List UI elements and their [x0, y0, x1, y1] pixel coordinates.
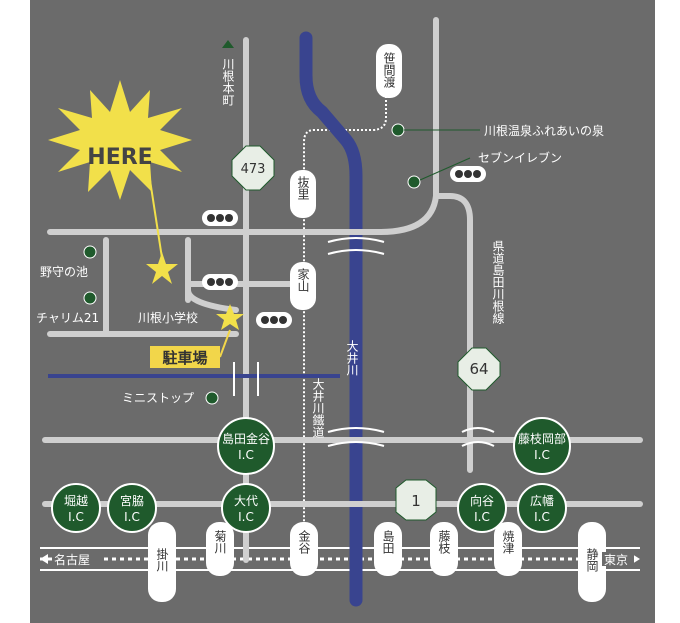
- svg-text:広幡: 広幡: [530, 493, 554, 508]
- road-name-pills: 笹間渡 抜里 家山: [290, 44, 402, 310]
- svg-text:堀越: 堀越: [64, 493, 88, 508]
- here-label: HERE: [87, 145, 152, 170]
- label-oigawa-rail: 大井川鐵道: [311, 378, 325, 438]
- parking-pointer: [219, 329, 231, 358]
- station-fujieda: 藤枝: [437, 530, 451, 554]
- label-sasamado: 笹間渡: [382, 52, 396, 88]
- svg-text:大代: 大代: [234, 494, 258, 508]
- interchange-oshiro: 大代 I.C: [221, 483, 271, 533]
- direction-west: 名古屋: [54, 552, 90, 567]
- label-kawanehoncho: 川根本町: [221, 58, 235, 106]
- interchange-hirohata: 広幡 I.C: [517, 483, 567, 533]
- station-shizuoka: 静岡: [585, 548, 599, 572]
- label-school: 川根小学校: [138, 310, 198, 325]
- svg-text:I.C: I.C: [474, 510, 490, 524]
- route-473-shield: 473: [231, 145, 275, 191]
- svg-text:I.C: I.C: [534, 448, 550, 462]
- destination-star: [146, 252, 178, 284]
- west-direction-bg: [52, 552, 102, 566]
- svg-text:I.C: I.C: [534, 510, 550, 524]
- interchange-mukoya: 向谷 I.C: [457, 483, 507, 533]
- oigawa-railway: [303, 64, 387, 550]
- here-star: [48, 80, 192, 200]
- label-oigawa: 大井川: [345, 340, 359, 376]
- interchange-horikoshi: 堀越 I.C: [51, 483, 101, 533]
- svg-text:473: 473: [241, 162, 266, 177]
- place-markers: 川根温泉ふれあいの泉 セブンイレブン 野守の池 チャリム21 川根小学校 ミニス…: [36, 123, 604, 405]
- traffic-signals: [202, 166, 486, 328]
- svg-text:64: 64: [469, 360, 488, 378]
- route-64-shield: 64: [457, 347, 501, 391]
- station-shimada: 島田: [381, 529, 395, 554]
- svg-text:藤枝岡部: 藤枝岡部: [518, 431, 566, 446]
- label-nukuri: 抜里: [296, 176, 310, 200]
- tokaido-line: [40, 547, 640, 571]
- interchange-shimada-kanaya: 島田金谷 I.C: [217, 417, 275, 475]
- label-onsen: 川根温泉ふれあいの泉: [484, 124, 604, 138]
- parking-label: 駐車場: [162, 349, 207, 367]
- north-arrow: [222, 40, 234, 48]
- oi-river: [299, 31, 363, 607]
- school-star: [216, 304, 244, 330]
- here-pointer: [149, 179, 163, 259]
- station-yaizu: 焼津: [501, 530, 515, 554]
- label-ministop: ミニストップ: [122, 391, 194, 405]
- label-seven: セブンイレブン: [478, 150, 562, 165]
- svg-text:I.C: I.C: [238, 510, 254, 524]
- label-nomori: 野守の池: [40, 265, 88, 279]
- svg-text:I.C: I.C: [68, 510, 84, 524]
- svg-text:島田金谷: 島田金谷: [222, 431, 270, 446]
- east-direction-bg: [602, 552, 634, 566]
- station-kakegawa: 掛川: [155, 547, 169, 572]
- svg-text:1: 1: [411, 492, 421, 510]
- interchange-fujieda-okabe: 藤枝岡部 I.C: [513, 417, 571, 475]
- label-charim: チャリム21: [36, 311, 99, 325]
- label-prefroad: 県道島田川根線: [491, 240, 505, 324]
- svg-text:宮脇: 宮脇: [120, 493, 144, 508]
- svg-text:向谷: 向谷: [470, 493, 494, 508]
- svg-text:I.C: I.C: [238, 448, 254, 462]
- label-ieyama: 家山: [296, 267, 310, 292]
- interchange-miyawaki: 宮脇 I.C: [107, 483, 157, 533]
- svg-text:I.C: I.C: [124, 510, 140, 524]
- parking-label-bg: [150, 346, 220, 368]
- route-1-shield: 1: [395, 479, 437, 521]
- direction-east: 東京: [604, 553, 628, 567]
- station-kanaya: 金谷: [297, 529, 311, 555]
- bridge-marks: [233, 236, 495, 447]
- station-kikugawa: 菊川: [213, 530, 227, 554]
- station-pills: 掛川 菊川 金谷 島田 藤枝 焼津 静岡: [148, 522, 606, 602]
